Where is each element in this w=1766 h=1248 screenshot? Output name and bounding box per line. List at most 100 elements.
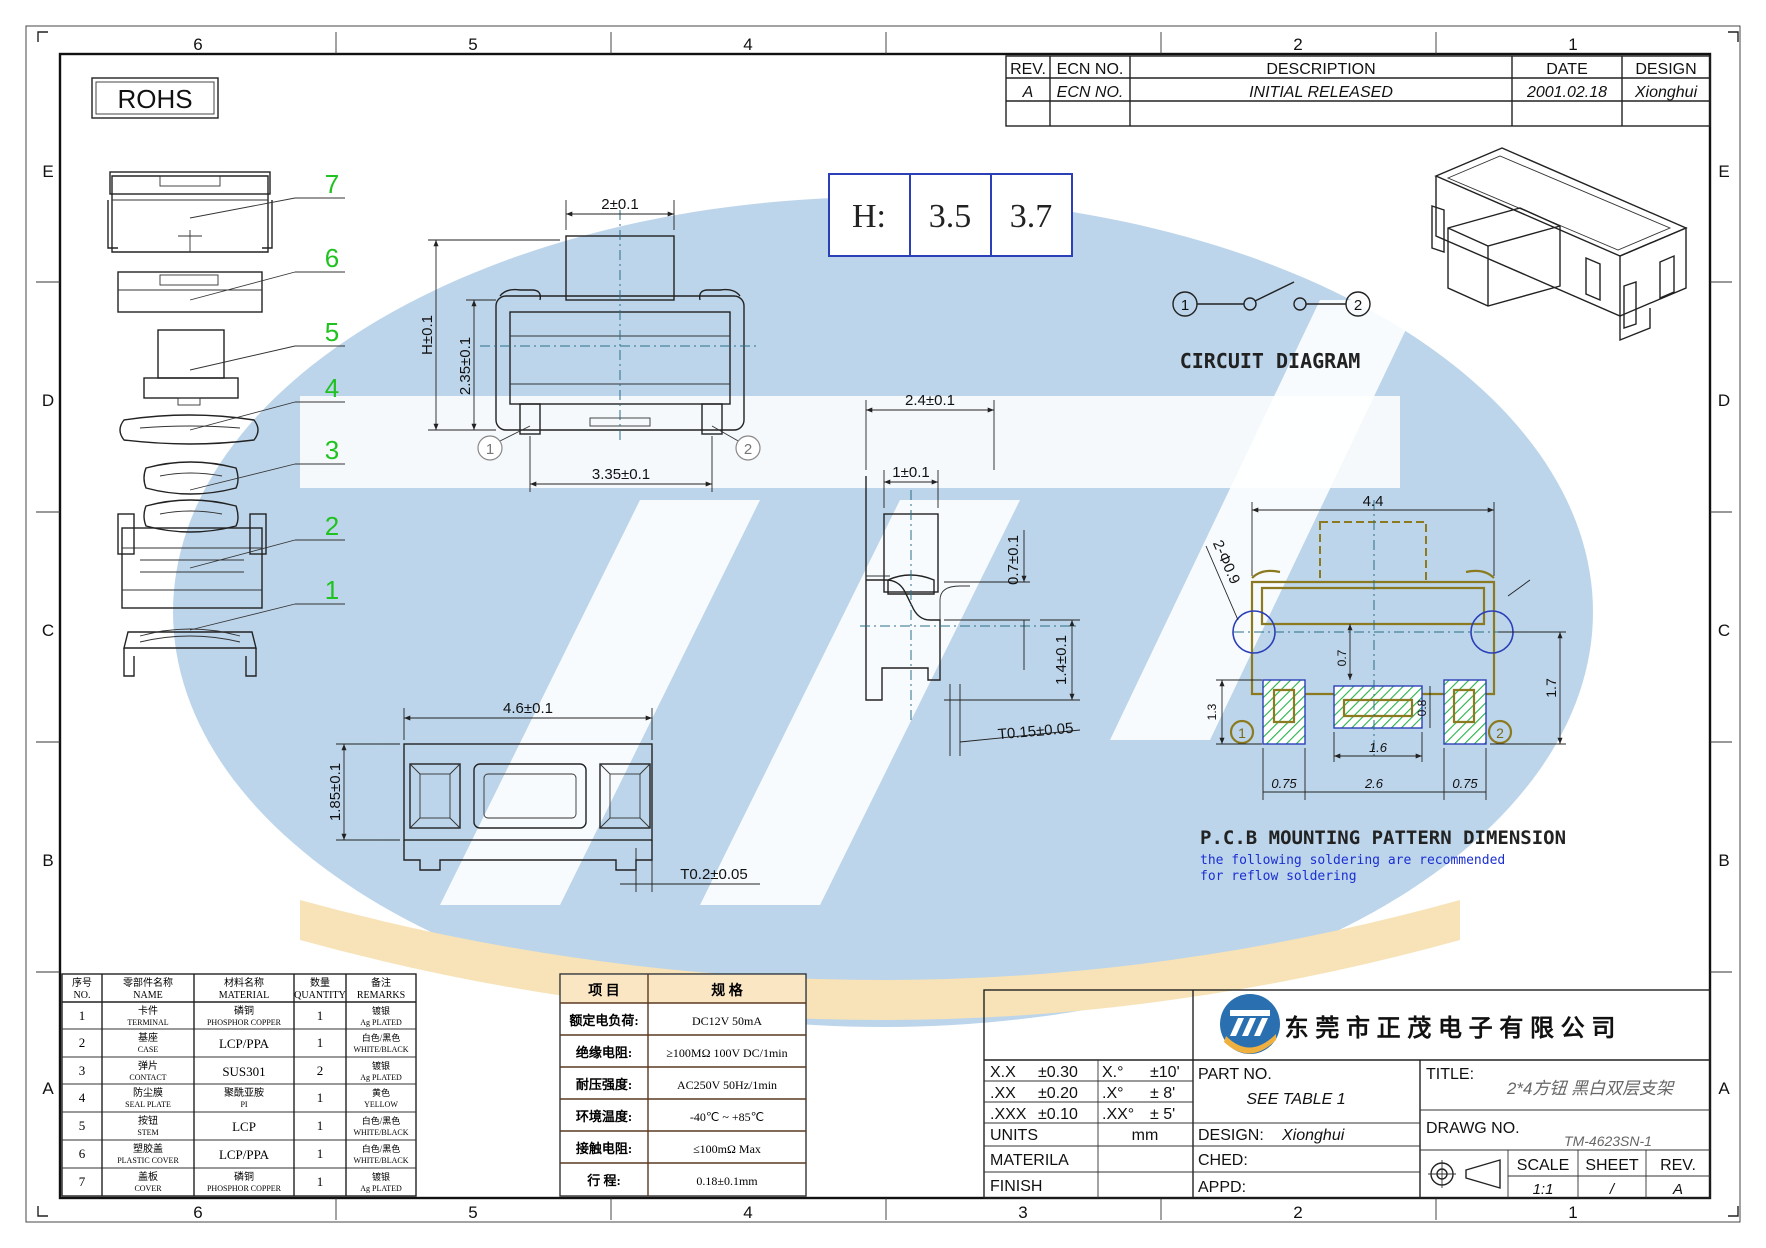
scale-value: 1:1 [1533,1181,1554,1198]
bom-cell-name-cn: 按钮 [138,1114,158,1127]
column-labels-top: 6 5 4 2 1 [193,35,1577,54]
bom-header-name: NAME [133,990,162,1001]
units-label: UNITS [990,1127,1038,1144]
projection-symbol-icon [1428,1159,1501,1189]
bom-header-qty: QUANTITY [294,990,346,1001]
bom-cell-no: 2 [79,1035,86,1050]
part-terminal [123,628,257,677]
pcb-dim-center-pad: 0.8 [1415,699,1429,716]
sheet-label: SHEET [1585,1157,1639,1174]
pcb-pattern: 1 2 4.4 2-Φ0.9 0.7 1.7 1.3 0.8 1.6 0.75 … [1200,493,1566,884]
spec-item: 绝缘电阻: [576,1045,632,1060]
spec-value: ≤100mΩ Max [693,1142,761,1156]
spec-value: -40℃ ~ +85℃ [690,1110,764,1124]
tolerance-format: .XX [990,1085,1016,1102]
col-label: 1 [1568,1203,1577,1222]
col-label: 4 [743,1203,752,1222]
description-header: DESCRIPTION [1266,61,1375,78]
bom-cell-no: 5 [79,1118,86,1133]
bom-cell-name: PLASTIC COVER [117,1156,179,1165]
bom-cell-material-cn: 聚酰亚胺 [224,1086,264,1099]
col-label: 5 [468,1203,477,1222]
company-name: 东 莞 市 正 茂 电 子 有 限 公 司 [1285,1014,1616,1042]
design-header: DESIGN [1635,61,1696,78]
bom-cell-name-cn: 卡件 [138,1004,158,1017]
part-stem [143,329,239,406]
bom-cell-remarks-cn: 镀银 [372,1171,390,1182]
bom-cell-remarks: WHITE/BLACK [353,1128,408,1137]
pcb-title: P.C.B MOUNTING PATTERN DIMENSION [1200,827,1566,849]
bom-cell-qty: 1 [317,1174,324,1189]
materila-label: MATERILA [990,1152,1069,1169]
bom-cell-remarks-cn: 白色/黑色 [362,1115,401,1126]
col-label: 1 [1568,35,1577,54]
part-case [117,513,267,609]
bom-cell-remarks-cn: 黄色 [372,1087,390,1098]
bom-cell-remarks: YELLOW [364,1100,398,1109]
part-no-value: SEE TABLE 1 [1246,1091,1345,1108]
front-pin-2: 2 [744,441,752,458]
spec-value: ≥100MΩ 100V DC/1min [666,1046,787,1060]
col-label: 2 [1293,1203,1302,1222]
bom-cell-material: PI [240,1100,247,1109]
bom-cell-remarks: Ag PLATED [360,1184,402,1193]
height-value-2: 3.7 [1010,198,1053,235]
tolerance-format: X.° [1102,1064,1124,1081]
col-label: 6 [193,1203,202,1222]
rev-label: REV. [1660,1157,1696,1174]
dim-top-terminal: T0.2±0.05 [680,866,747,883]
bom-header-remarks-cn: 备注 [371,976,391,989]
row-label: C [42,621,54,640]
spec-value: 0.18±0.1mm [696,1174,758,1188]
drawg-no-value: TM-4623SN-1 [1564,1133,1652,1149]
col-label: 6 [193,35,202,54]
bom-cell-name-cn: 基座 [138,1031,158,1044]
revision-table: REV. ECN NO. DESCRIPTION DATE DESIGN A E… [1005,55,1711,127]
bom-cell-material-cn: 磷铜 [234,1004,254,1017]
column-labels-bottom: 6 5 4 3 2 1 [193,1203,1577,1222]
ecn-value: ECN NO. [1057,84,1124,101]
height-value-1: 3.5 [929,198,972,235]
bom-cell-remarks-cn: 镀银 [372,1060,390,1071]
bom-cell-remarks: WHITE/BLACK [353,1045,408,1054]
spec-value: AC250V 50Hz/1min [677,1078,777,1092]
row-label: A [42,1079,54,1098]
circuit-pin-1: 1 [1181,297,1189,314]
tolerance-value: ± 5' [1150,1106,1175,1123]
dim-stem-travel: 0.7±0.1 [1005,535,1022,585]
sheet-value: / [1609,1181,1616,1198]
bom-cell-name: CONTACT [129,1073,166,1082]
pcb-dim-pad-gap: 2.6 [1364,776,1384,791]
callout-7: 7 [325,169,339,199]
pcb-dim-offset: 0.7 [1335,649,1349,666]
part-contact [143,461,239,533]
tolerance-value: ±0.30 [1038,1064,1078,1081]
pcb-note-1: the following soldering are recommended [1200,853,1505,868]
tolerance-value: ±0.10 [1038,1106,1078,1123]
title-label: TITLE: [1426,1066,1474,1083]
col-label: 4 [743,35,752,54]
bom-cell-no: 4 [79,1090,86,1105]
bom-cell-name-cn: 弹片 [138,1059,158,1072]
pcb-dim-center-width: 1.6 [1369,740,1388,755]
spec-item: 耐压强度: [576,1077,632,1092]
spec-item: 环境温度: [576,1109,632,1124]
design-value: Xionghui [1281,1127,1345,1144]
bom-cell-name-cn: 防尘膜 [133,1086,163,1099]
tolerance-value: ±10' [1150,1064,1180,1081]
bom-header-qty-cn: 数量 [310,976,330,989]
drawg-no-label: DRAWG NO. [1426,1120,1520,1137]
design-value: Xionghui [1634,84,1698,101]
callout-3: 3 [325,435,339,465]
row-label: D [1718,391,1730,410]
bom-cell-material: PHOSPHOR COPPER [207,1018,282,1027]
height-table: H: 3.5 3.7 [828,173,1073,257]
bom-cell-no: 1 [79,1008,86,1023]
bom-cell-material: LCP [232,1119,256,1134]
finish-label: FINISH [990,1178,1042,1195]
bom-header-remarks: REMARKS [357,990,405,1001]
dim-top-width: 1.85±0.1 [327,763,344,821]
title-value: 2*4方钮 黑白双层支架 [1506,1079,1675,1098]
